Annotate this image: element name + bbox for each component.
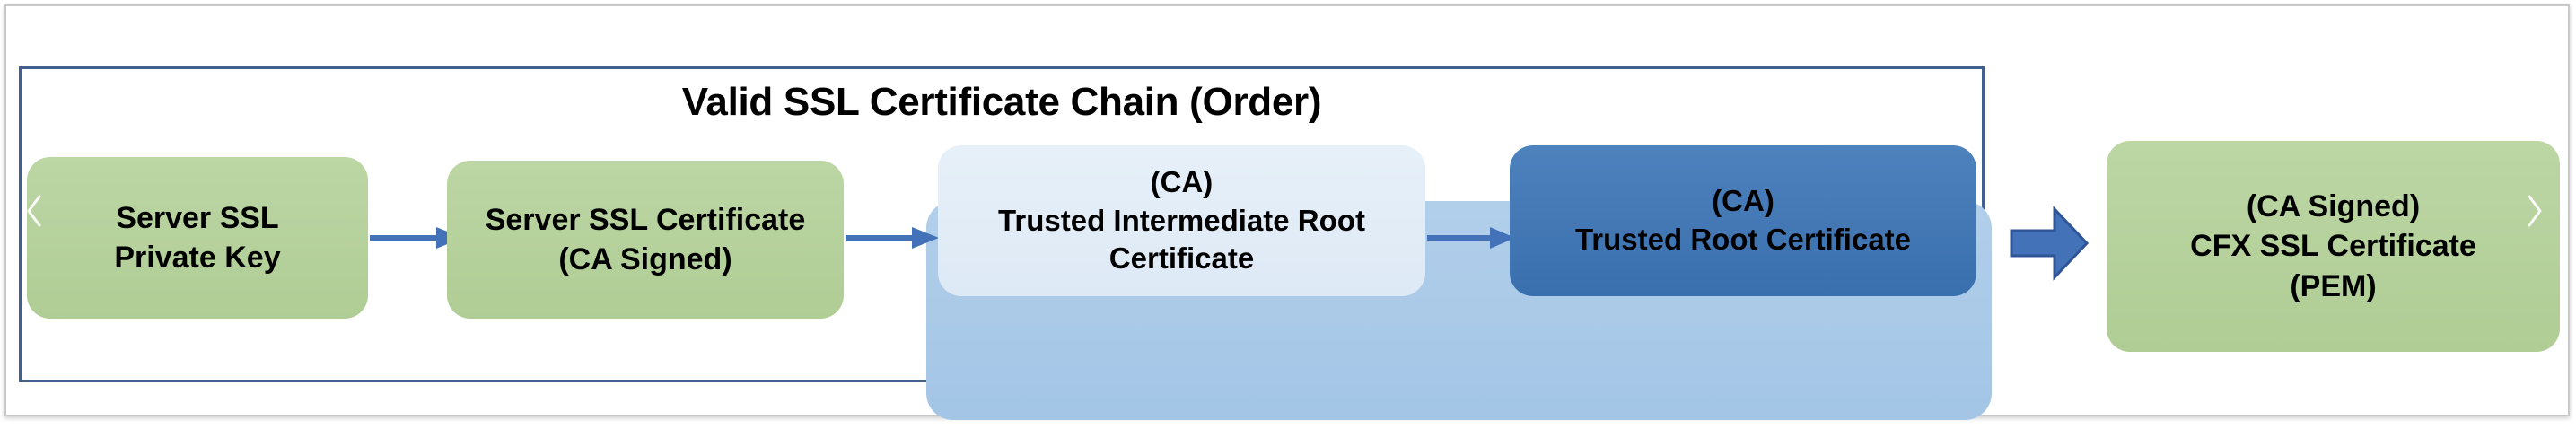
node-server-ssl-certificate[interactable]: Server SSL Certificate (CA Signed) xyxy=(447,161,844,319)
node-label: (CA Signed) CFX SSL Certificate (PEM) xyxy=(2190,187,2476,306)
node-line-3: (PEM) xyxy=(2290,268,2377,303)
node-cfx-ssl-certificate[interactable]: (CA Signed) CFX SSL Certificate (PEM) xyxy=(2107,141,2560,352)
node-label: (CA) Trusted Intermediate Root Certifica… xyxy=(998,163,1365,279)
figure-outer-frame: Valid SSL Certificate Chain (Order) Serv… xyxy=(4,4,2570,420)
node-label: Server SSL Private Key xyxy=(114,198,280,277)
node-line-2: CFX SSL Certificate xyxy=(2190,229,2476,264)
chevron-right-icon[interactable] xyxy=(2519,187,2549,235)
node-line-1: Server SSL xyxy=(116,200,279,235)
node-line-1: (CA Signed) xyxy=(2246,189,2421,224)
diagram-title: Valid SSL Certificate Chain (Order) xyxy=(681,80,1322,124)
chevron-left-icon[interactable] xyxy=(20,187,50,235)
node-trusted-root-certificate[interactable]: (CA) Trusted Root Certificate xyxy=(1510,145,1976,296)
node-line-1: (CA) xyxy=(1150,164,1214,198)
connector-block-arrow xyxy=(2010,204,2089,283)
node-line-2: Trusted Root Certificate xyxy=(1574,223,1912,256)
node-line-1: Server SSL Certificate xyxy=(485,202,806,237)
valid-chain-group: Valid SSL Certificate Chain (Order) Serv… xyxy=(19,66,1992,420)
node-line-2: Private Key xyxy=(114,241,281,275)
node-line-1: (CA) xyxy=(1712,184,1774,218)
node-label: Server SSL Certificate (CA Signed) xyxy=(486,200,806,279)
node-line-3: Certificate xyxy=(1108,241,1255,276)
connector-arrow-2 xyxy=(846,224,939,251)
node-line-2: (CA Signed) xyxy=(558,242,732,276)
node-label: (CA) Trusted Root Certificate xyxy=(1575,182,1911,259)
node-trusted-intermediate-root-certificate[interactable]: (CA) Trusted Intermediate Root Certifica… xyxy=(938,145,1425,296)
node-line-2: Trusted Intermediate Root xyxy=(998,203,1365,237)
node-server-ssl-private-key[interactable]: Server SSL Private Key xyxy=(27,157,368,319)
